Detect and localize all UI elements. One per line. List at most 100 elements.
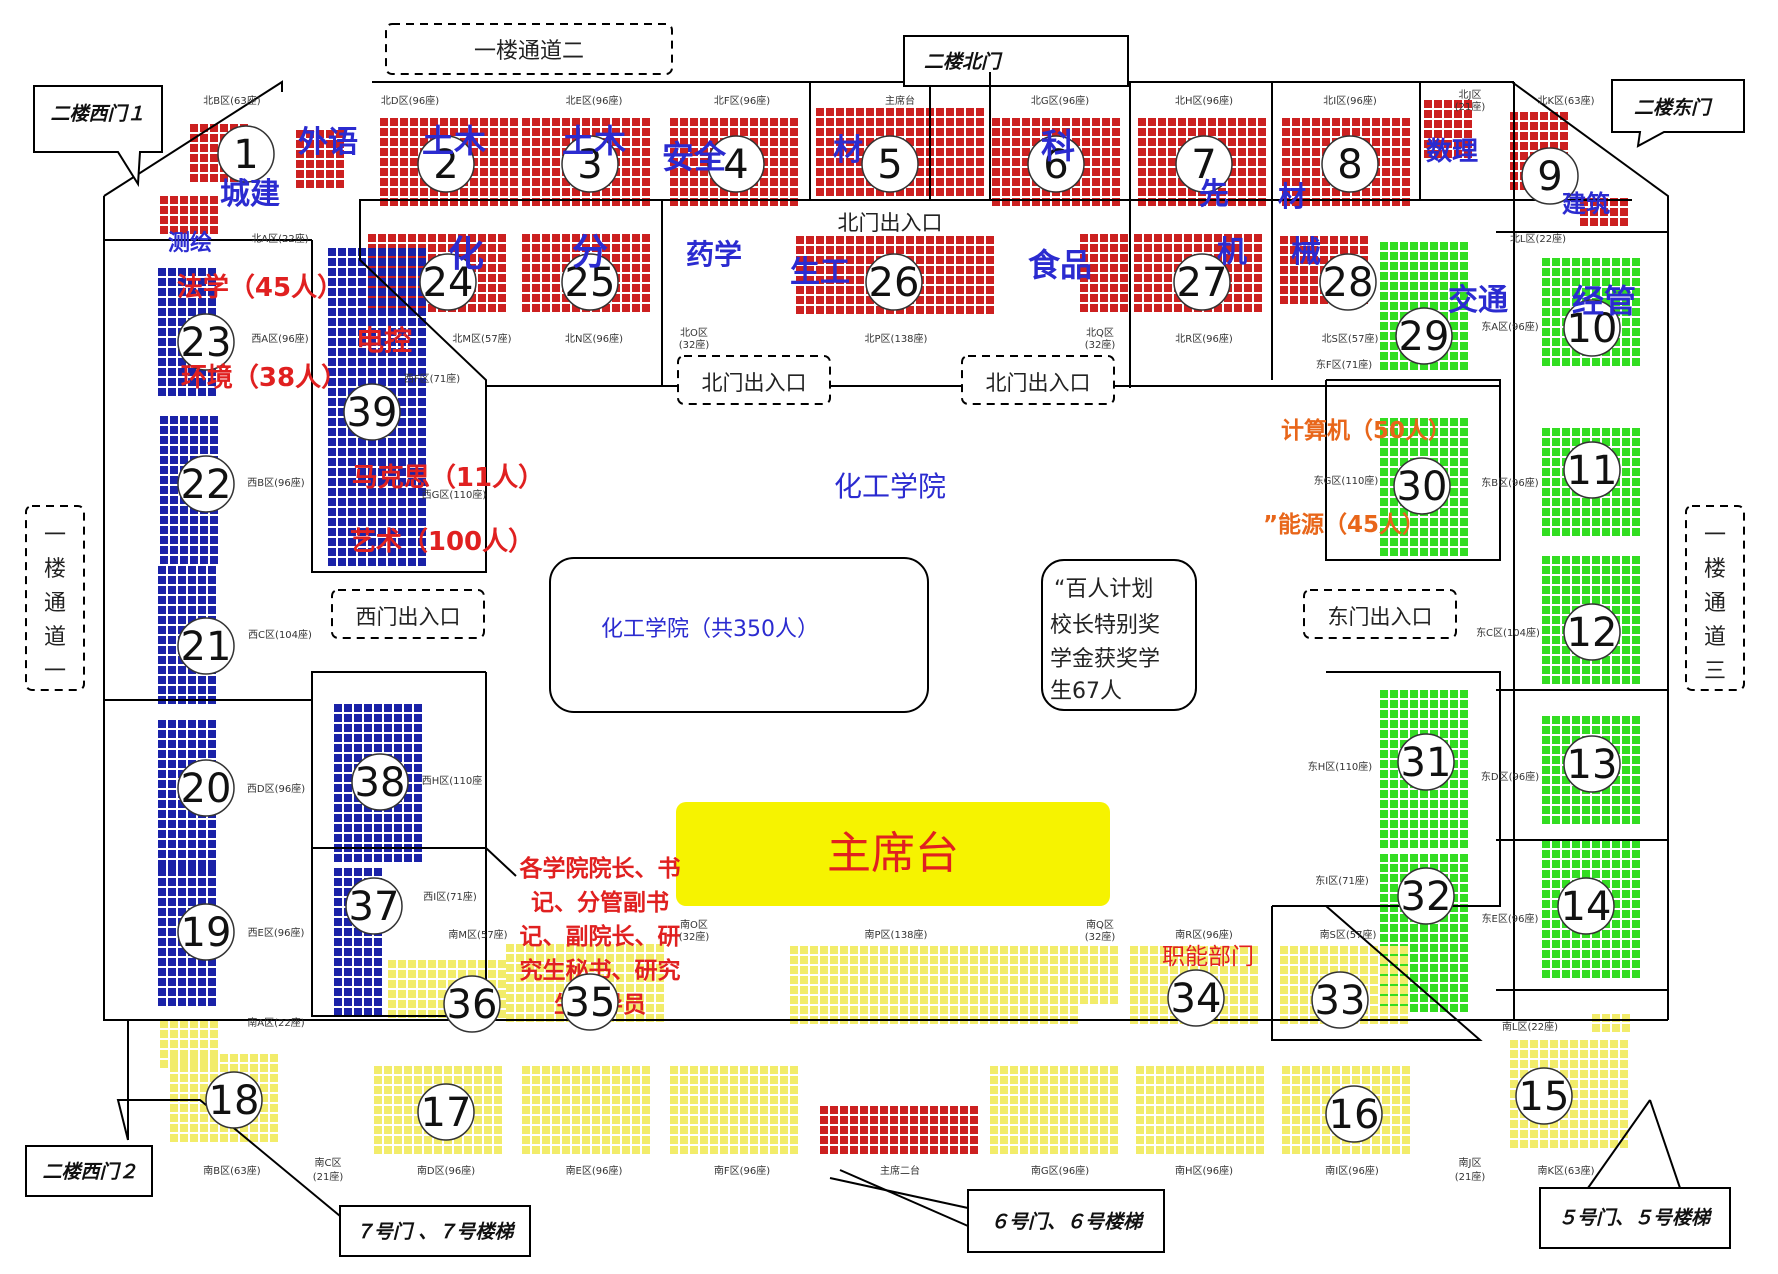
block-j <box>1424 100 1472 158</box>
zone-northB: 北B区(63座) <box>203 94 260 107</box>
college-xie: 械 <box>1291 235 1321 270</box>
zone-westC: 西C区(104座) <box>248 628 312 641</box>
section-5: 5 <box>861 135 919 193</box>
college-shuli: 数理 <box>1426 137 1478 167</box>
section-33: 33 <box>1311 971 1369 1029</box>
section-13: 13 <box>1563 735 1621 793</box>
zone-eastB: 东B区(96座) <box>1481 476 1538 489</box>
college-dianko: 电控 <box>356 324 412 357</box>
door-north: 二楼北门 <box>924 51 1003 73</box>
door-east: 二楼东门 <box>1634 97 1713 119</box>
zone-northQ2: (32座) <box>1085 338 1116 351</box>
zone-northF: 北F区(96座) <box>714 94 770 107</box>
college-yishu: 艺术（100人） <box>350 527 534 557</box>
section-6: 6 <box>1027 135 1085 193</box>
block-qs <box>1080 946 1118 1004</box>
zone-southP: 南P区(138座) <box>865 928 928 941</box>
zone-northL: 北L区(22座) <box>1510 232 1566 245</box>
section-17: 17 <box>417 1083 475 1141</box>
block-9b <box>1580 198 1628 226</box>
zone-northP: 北P区(138座) <box>865 332 928 345</box>
block-sl <box>1592 1014 1630 1032</box>
west-entrance: 西门出入口 <box>356 605 461 629</box>
zone-southR: 南R区(96座) <box>1175 928 1233 941</box>
college-total-box <box>549 557 929 713</box>
college-title: 化工学院 <box>834 470 946 503</box>
zone-southC: 南C区 <box>315 1156 342 1169</box>
block-1c <box>296 130 344 188</box>
zone-southM: 南M区(57座) <box>448 928 507 941</box>
college-ji: 机 <box>1217 235 1247 270</box>
section-23: 23 <box>177 313 235 371</box>
zone-northO: 北O区 <box>680 327 708 339</box>
zone-northH: 北H区(96座) <box>1175 94 1233 107</box>
zone-westF: 西F区(71座) <box>404 372 460 385</box>
college-jisuanji: 计算机（50人） <box>1281 417 1451 444</box>
section-3: 3 <box>561 135 619 193</box>
section-11: 11 <box>1563 441 1621 499</box>
college-chengjian: 城建 <box>220 177 280 212</box>
passage-three-label: 一 楼 通 道 三 <box>1704 523 1726 684</box>
section-7: 7 <box>1175 135 1233 193</box>
zone-westE: 西E区(96座) <box>248 926 305 939</box>
block-39 <box>328 248 426 566</box>
section-38: 38 <box>351 753 409 811</box>
gate-6: ６号门、６号楼梯 <box>990 1211 1145 1233</box>
college-labels: 外语城建测绘土木土木安全材科先材数理建筑化分药学生工食品机械交通经管电控法学（4… <box>168 122 1636 557</box>
college-total-label: 化工学院（共350人） <box>601 617 819 642</box>
zone-southJ: 南J区 <box>1459 1156 1482 1169</box>
gate-5: ５号门、５号楼梯 <box>1558 1207 1713 1229</box>
zone-eastC: 东C区(104座) <box>1476 626 1540 639</box>
block-q <box>1080 234 1128 312</box>
college-waiyu: 外语 <box>298 125 358 160</box>
zone-southK: 南K区(63座) <box>1537 1164 1594 1177</box>
zone-southH: 南H区(96座) <box>1175 1164 1233 1177</box>
zone-southO2: (32座) <box>679 930 710 943</box>
section-18: 18 <box>205 1071 263 1129</box>
zone-southD: 南D区(96座) <box>417 1164 475 1177</box>
zone-northO2: (32座) <box>679 338 710 351</box>
door-callouts <box>25 35 1745 1257</box>
section-8: 8 <box>1321 135 1379 193</box>
zone-southA: 南A区(22座) <box>247 1016 304 1029</box>
zone-northJ: 北J区 <box>1459 89 1482 101</box>
east-entrance: 东门出入口 <box>1328 605 1433 629</box>
college-cai2: 材 <box>1278 180 1306 213</box>
zone-podium: 主席台 <box>885 94 915 107</box>
zone-southO: 南O区 <box>680 918 708 931</box>
dept-label: 职能部门 <box>1162 944 1254 970</box>
block-16 <box>1136 1066 1264 1154</box>
passage-one-label: 一 楼 通 道 一 <box>44 523 66 684</box>
section-30: 30 <box>1393 457 1451 515</box>
zone-eastE: 东E区(96座) <box>1482 912 1539 925</box>
zone-westI: 西I区(71座) <box>423 890 477 903</box>
zone-westG: 西G区(110座) <box>422 488 487 501</box>
zone-westD: 西D区(96座) <box>247 782 305 795</box>
zone-eastF: 东F区(71座) <box>1316 358 1372 371</box>
north-entrance-right: 北门出入口 <box>986 371 1091 395</box>
main-stage-label: 主席台 <box>827 828 959 879</box>
zone-eastG: 东G区(110座) <box>1314 474 1379 487</box>
zone-westA: 西A区(96座) <box>251 332 308 345</box>
zone-southF: 南F区(96座) <box>714 1164 770 1177</box>
college-hua: 化 <box>448 234 484 275</box>
zone-southG: 南G区(96座) <box>1031 1164 1089 1177</box>
section-22: 22 <box>177 455 235 513</box>
zone-northA: 北A区(22座) <box>251 232 308 245</box>
zone-westH: 西H区(110座 <box>422 774 483 787</box>
section-31: 31 <box>1397 733 1455 791</box>
zone-southE: 南E区(96座) <box>566 1164 623 1177</box>
zone-southC2: (21座) <box>313 1170 344 1183</box>
section-16: 16 <box>1325 1085 1383 1143</box>
block-35 <box>506 944 664 1022</box>
college-huanjing: 环境（38人） <box>181 362 347 393</box>
structure-lines <box>103 80 1669 1140</box>
north-entrance-left: 北门出入口 <box>702 371 807 395</box>
section-25: 25 <box>561 253 619 311</box>
section-28: 28 <box>1319 253 1377 311</box>
college-faxue: 法学（45人） <box>177 272 343 303</box>
section-15: 15 <box>1515 1067 1573 1125</box>
zone-eastI: 东I区(71座) <box>1315 874 1369 887</box>
zone-northI: 北I区(96座) <box>1323 94 1377 107</box>
